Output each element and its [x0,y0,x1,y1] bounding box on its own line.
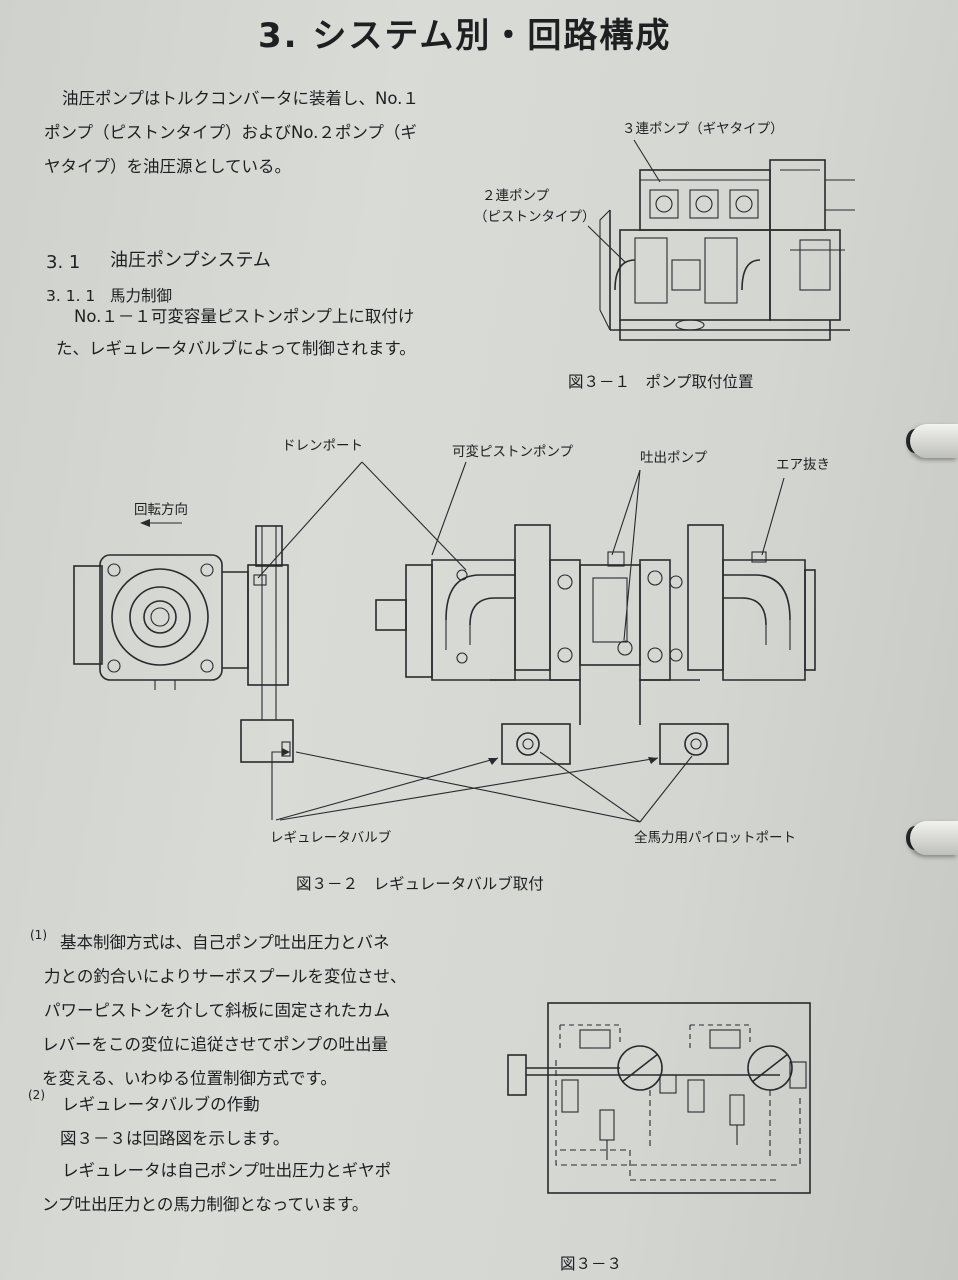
figure-3-1-leaders [587,139,661,263]
intro-line-1: 油圧ポンプはトルクコンバータに装着し、No.１ [62,89,419,108]
fig32-label-rotation-direction: 回転方向 [134,502,188,518]
figure-3-2-regulator-drawing [73,461,816,823]
item-2-line-3: レギュレータは自己ポンプ吐出圧力とギヤポ [62,1161,392,1180]
figure-3-1-caption: 図３－１ ポンプ取付位置 [568,373,754,391]
intro-line-2: ポンプ（ピストンタイプ）およびNo.２ポンプ（ギ [44,123,417,142]
item-2-line-2: 図３－３は回路図を示します。 [60,1129,290,1148]
section-3-1-heading: 油圧ポンプシステム [110,250,271,271]
item-1-marker: (1) [30,928,47,942]
figure-3-1-pump-drawing [599,159,855,341]
item-1-line-5: を変える、いわゆる位置制御方式です。 [42,1069,337,1088]
fig32-label-regulator-valve: レギュレータバルブ [270,830,392,846]
page-title: 3. システム別・回路構成 [258,16,672,56]
item-2-line-4: ンプ吐出圧力との馬力制御となっています。 [42,1195,369,1214]
fig32-label-pilot-port: 全馬力用パイロットポート [634,830,796,846]
fig31-label-piston-pump-1: ２連ポンプ [482,188,550,204]
figure-3-3-caption: 図３－３ [560,1255,623,1273]
item-1-line-4: レバーをこの変位に追従させてポンプの吐出量 [42,1035,389,1054]
section-3-1-1-line-2: た、レギュレータバルブによって制御されます。 [56,339,416,358]
fig32-label-air-bleed: エア抜き [776,457,830,473]
intro-line-3: ヤタイプ）を油圧源としている。 [44,157,292,176]
item-2-marker: (2) [28,1088,45,1102]
item-1-line-2: 力との釣合いによりサーボスプールを変位させ、 [44,967,407,986]
fig32-label-discharge-pump: 吐出ポンプ [640,450,708,466]
fig31-label-piston-pump-2: （ピストンタイプ） [474,209,596,225]
fig32-label-drain-port: ドレンポート [282,438,363,454]
item-1-line-1: 基本制御方式は、自己ポンプ吐出圧力とバネ [60,933,390,952]
binder-ring-lower [910,821,958,855]
binder-ring-upper [910,424,958,458]
section-3-1-1-heading: 馬力制御 [110,287,173,305]
figure-3-3-circuit-diagram [507,1002,811,1194]
fig32-label-variable-piston-pump: 可変ピストンポンプ [452,444,574,460]
section-3-1-1-number: 3. 1. 1 [46,287,96,305]
section-3-1-1-line-1: No.１－１可変容量ピストンポンプ上に取付け [74,307,415,326]
fig31-label-gear-pump: ３連ポンプ（ギヤタイプ） [622,121,784,137]
item-2-line-1: レギュレータバルブの作動 [62,1095,260,1114]
section-3-1-number: 3. 1 [46,252,81,273]
item-1-line-3: パワーピストンを介して斜板に固定されたカム [44,1001,391,1020]
figure-3-2-caption: 図３－２ レギュレータバルブ取付 [296,875,544,893]
